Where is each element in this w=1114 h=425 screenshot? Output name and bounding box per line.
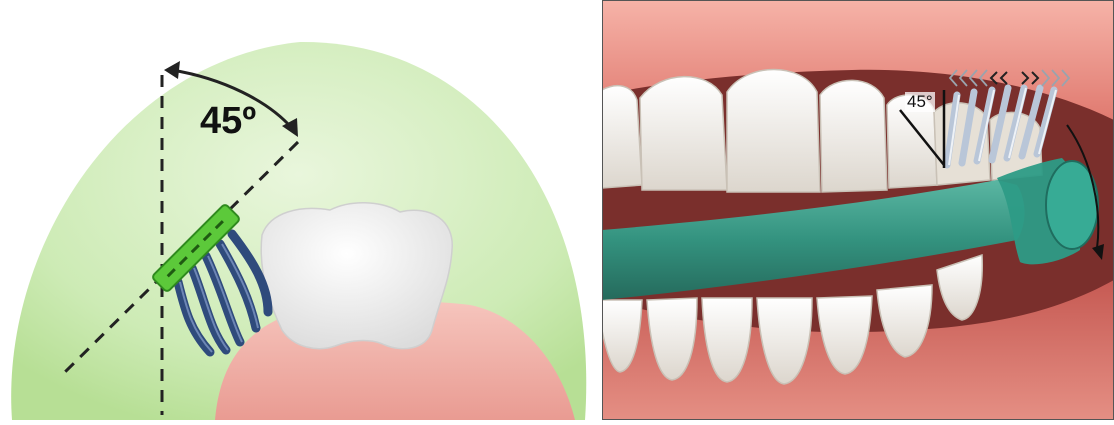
brushing-angle-illustration-right: 45° [602,0,1114,420]
molar-tooth [261,203,452,349]
angle-label-45-left: 45º [200,100,256,143]
arc-arrowhead-left [164,61,180,79]
left-diagram-svg [0,0,592,420]
brushing-angle-illustration-left: 45º [0,0,592,420]
angle-label-45-right: 45° [905,92,935,112]
right-diagram-svg [602,0,1114,420]
